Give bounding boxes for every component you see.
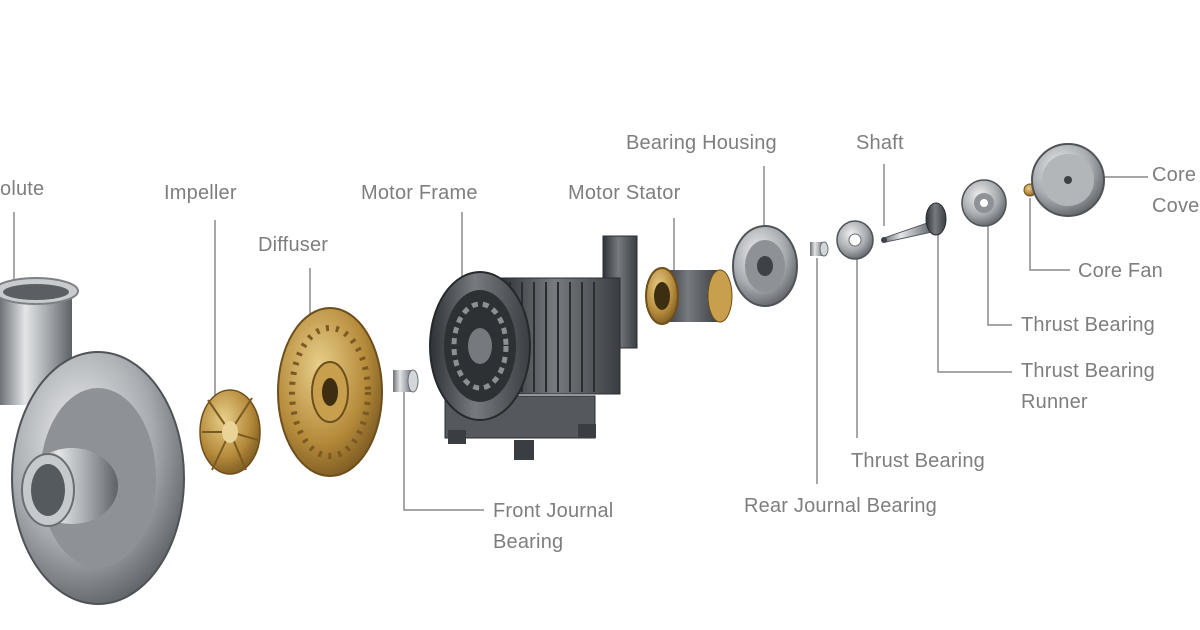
label-shaft: Shaft [856,132,904,154]
leader-lines [13,164,1148,511]
rear-journal-bearing-part [810,241,829,257]
motor-stator-part [645,267,733,325]
label-core-fan: Core Fan [1078,260,1163,282]
thrust-bearing-right-part [961,179,1007,227]
label-thrust-bearing-runner-line1: Thrust Bearing [1021,360,1155,382]
label-volute: olute [0,178,45,200]
label-diffuser: Diffuser [258,234,329,256]
label-front-journal-line1: Front Journal [493,500,614,522]
label-motor-stator: Motor Stator [568,182,681,204]
leader-core-fan [1029,198,1070,271]
thrust-bearing-center-part [836,220,874,260]
bearing-housing-part [732,225,798,307]
label-motor-frame: Motor Frame [361,182,478,204]
label-rear-journal-bearing: Rear Journal Bearing [744,495,937,517]
leader-front-journal [403,392,484,511]
label-bearing-housing: Bearing Housing [626,132,777,154]
motor-frame-part [429,235,638,460]
label-thrust-bearing-right: Thrust Bearing [1021,314,1155,336]
diffuser-part [277,307,383,477]
label-thrust-bearing-runner-line2: Runner [1021,391,1088,413]
label-impeller: Impeller [164,182,237,204]
volute-part [0,277,185,605]
label-front-journal-bearing: Front Journal Bearing [493,496,613,558]
label-core-cover-line1: Core [1152,164,1197,186]
leader-thrust-bearing-right [987,216,1012,326]
shaft-part [881,202,947,243]
label-thrust-bearing-center: Thrust Bearing [851,450,985,472]
label-core-cover: Core Cove [1152,160,1200,222]
label-front-journal-line2: Bearing [493,531,564,553]
leader-thrust-bearing-runner [937,222,1012,373]
front-journal-bearing-part [393,369,419,393]
impeller-part [199,389,261,475]
core-cover-part [1031,143,1105,217]
label-thrust-bearing-runner: Thrust Bearing Runner [1021,356,1155,418]
label-core-cover-line2: Cove [1152,195,1200,217]
